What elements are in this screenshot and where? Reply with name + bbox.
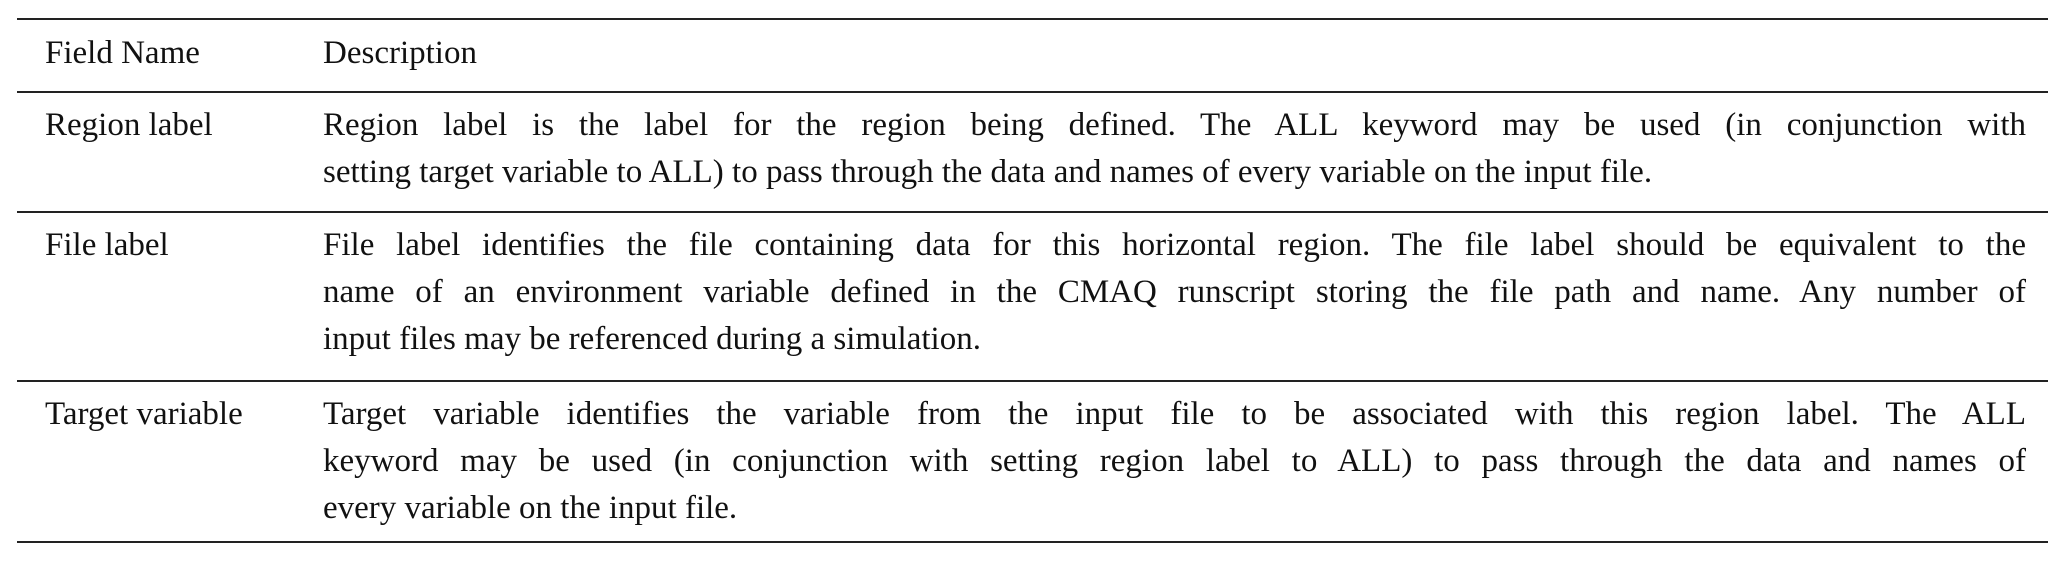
header-description-label: Description xyxy=(323,35,477,71)
description-line: Region label is the label for the region… xyxy=(323,107,2026,143)
row-rule xyxy=(17,211,2048,213)
header-rule xyxy=(17,91,2048,93)
field-name-cell: Target variable xyxy=(45,396,243,432)
field-description-table: Field Name Description Region label Regi… xyxy=(17,18,2048,543)
description-line: every variable on the input file. xyxy=(323,490,738,526)
description-cell: File label identifies the file containin… xyxy=(323,222,2026,363)
description-line: Target variable identifies the variable … xyxy=(323,396,2026,432)
table-header-row: Field Name Description xyxy=(17,20,2048,91)
description-cell: Region label is the label for the region… xyxy=(323,102,2026,196)
bottom-rule xyxy=(17,541,2048,543)
table-row-file-label: File label File label identifies the fil… xyxy=(17,213,2048,380)
description-line: name of an environment variable defined … xyxy=(323,274,2026,310)
description-cell: Target variable identifies the variable … xyxy=(323,391,2026,532)
table-row-target-variable: Target variable Target variable identifi… xyxy=(17,382,2048,541)
header-description: Description xyxy=(323,30,2026,77)
header-field-name: Field Name xyxy=(45,35,200,71)
description-line: setting target variable to ALL) to pass … xyxy=(323,154,1653,190)
top-rule xyxy=(17,18,2048,20)
description-line: keyword may be used (in conjunction with… xyxy=(323,443,2026,479)
field-name-cell: Region label xyxy=(45,107,213,143)
table-row-region-label: Region label Region label is the label f… xyxy=(17,93,2048,211)
row-rule xyxy=(17,380,2048,382)
description-line: input files may be referenced during a s… xyxy=(323,321,981,357)
description-line: File label identifies the file containin… xyxy=(323,227,2026,263)
field-name-cell: File label xyxy=(45,227,169,263)
